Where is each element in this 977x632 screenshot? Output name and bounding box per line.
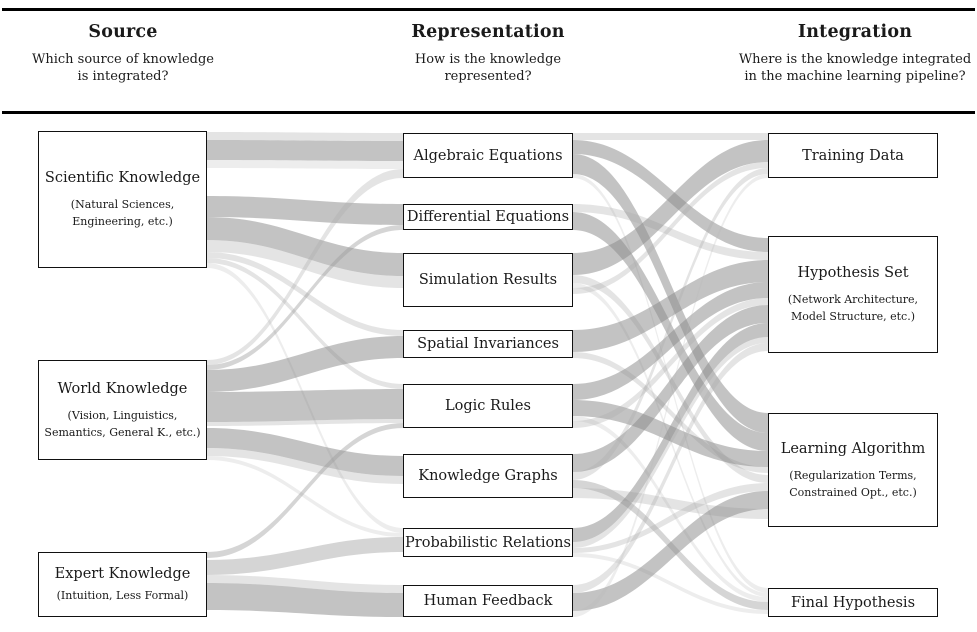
node-label: Logic Rules xyxy=(445,398,531,414)
flow-world-kg xyxy=(207,448,403,484)
flow-world-spat xyxy=(207,336,403,392)
node-algebraic-equations: Algebraic Equations xyxy=(403,133,573,178)
node-label: Expert Knowledge xyxy=(54,566,191,582)
integration-column-title: Integration xyxy=(797,22,913,42)
flow-hf-td xyxy=(573,174,768,617)
flow-kg-td xyxy=(573,168,768,480)
representation-column-title: Representation xyxy=(411,22,565,42)
flow-sci-sim xyxy=(207,240,403,288)
integration-column-subtitle: Where is the knowledge integrated in the… xyxy=(738,52,972,84)
node-world-knowledge: World Knowledge (Vision, Linguistics, Se… xyxy=(38,360,207,460)
node-differential-equations: Differential Equations xyxy=(403,204,573,230)
flow-prob-la xyxy=(573,483,768,553)
flow-world-kg xyxy=(207,428,403,476)
flow-sim-la xyxy=(573,275,768,483)
node-label: Differential Equations xyxy=(406,209,570,225)
flow-sci-logic xyxy=(207,258,403,389)
flow-sci-spat xyxy=(207,252,403,336)
node-spatial-invariances: Spatial Invariances xyxy=(403,330,573,358)
flow-prob-fh xyxy=(573,553,768,614)
flow-logic-hs xyxy=(573,282,768,400)
source-column-title: Source xyxy=(88,22,158,42)
flow-sci-sim xyxy=(207,217,403,276)
node-hypothesis-set: Hypothesis Set (Network Architecture, Mo… xyxy=(768,236,938,353)
flow-alg-hs xyxy=(573,140,768,252)
node-label: Probabilistic Relations xyxy=(405,534,571,551)
node-sublabel: (Network Architecture, Model Structure, … xyxy=(787,293,919,323)
node-label: Scientific Knowledge xyxy=(44,170,201,186)
node-sublabel: (Vision, Linguistics, Semantics, General… xyxy=(44,408,201,439)
flow-hf-la xyxy=(573,491,768,611)
node-label: Knowledge Graphs xyxy=(418,468,558,484)
column-header-integration: Integration Where is the knowledge integ… xyxy=(733,22,977,85)
flow-logic-fh xyxy=(573,416,768,602)
column-header-representation: Representation How is the knowledge repr… xyxy=(378,22,598,85)
node-expert-knowledge: Expert Knowledge (Intuition, Less Formal… xyxy=(38,552,207,617)
node-probabilistic-relations: Probabilistic Relations xyxy=(403,528,573,557)
node-label: Learning Algorithm xyxy=(780,440,926,457)
node-label: Human Feedback xyxy=(423,593,553,609)
flow-alg-td xyxy=(573,133,768,140)
column-header-source: Source Which source of knowledge is inte… xyxy=(13,22,233,85)
representation-column-subtitle: How is the knowledge represented? xyxy=(414,52,562,84)
flow-expert-hf xyxy=(207,575,403,593)
flow-logic-hs xyxy=(573,298,768,428)
flow-sim-td xyxy=(573,162,768,294)
flow-sci-alg xyxy=(207,140,403,161)
node-knowledge-graphs: Knowledge Graphs xyxy=(403,454,573,498)
node-final-hypothesis: Final Hypothesis xyxy=(768,588,938,617)
node-human-feedback: Human Feedback xyxy=(403,585,573,617)
node-label: Hypothesis Set xyxy=(797,265,909,281)
node-learning-algorithm: Learning Algorithm (Regularization Terms… xyxy=(768,413,938,527)
flow-expert-prob xyxy=(207,537,403,575)
flow-diff-la xyxy=(573,212,768,451)
node-scientific-knowledge: Scientific Knowledge (Natural Sciences, … xyxy=(38,131,207,268)
node-label: Simulation Results xyxy=(418,272,558,288)
node-label: Training Data xyxy=(802,147,904,164)
flow-world-logic xyxy=(207,419,403,426)
top-rule xyxy=(2,8,975,11)
flow-sci-diff xyxy=(207,196,403,225)
flow-kg-hs xyxy=(573,305,768,472)
source-column-subtitle: Which source of knowledge is integrated? xyxy=(31,52,215,84)
flow-diff-hs xyxy=(573,204,768,260)
flow-world-alg xyxy=(207,169,403,365)
node-sublabel: (Intuition, Less Formal) xyxy=(56,589,189,602)
flow-alg-la xyxy=(573,154,768,433)
flow-spat-hs xyxy=(573,260,768,352)
node-sublabel: (Natural Sciences, Engineering, etc.) xyxy=(70,198,175,228)
flow-world-logic xyxy=(207,389,403,422)
flow-sim-td xyxy=(573,140,768,275)
node-label: Algebraic Equations xyxy=(413,147,563,164)
flow-sci-alg xyxy=(207,160,403,169)
flow-expert-hf xyxy=(207,583,403,617)
node-simulation-results: Simulation Results xyxy=(403,253,573,307)
node-logic-rules: Logic Rules xyxy=(403,384,573,428)
flow-spat-la xyxy=(573,352,768,473)
flow-prob-hs xyxy=(573,337,768,548)
node-label: World Knowledge xyxy=(57,380,188,397)
flow-expert-logic xyxy=(207,423,403,558)
flow-prob-hs xyxy=(573,323,768,542)
node-label: Final Hypothesis xyxy=(790,594,916,611)
node-label: Spatial Invariances xyxy=(417,336,559,352)
flow-world-prob xyxy=(207,456,403,537)
node-training-data: Training Data xyxy=(768,133,938,178)
flow-world-diff xyxy=(207,225,403,370)
flow-sci-alg xyxy=(207,132,403,141)
node-sublabel: (Regularization Terms, Constrained Opt.,… xyxy=(789,468,917,499)
flow-hf-hs xyxy=(573,343,768,593)
header-divider-rule xyxy=(2,111,975,114)
